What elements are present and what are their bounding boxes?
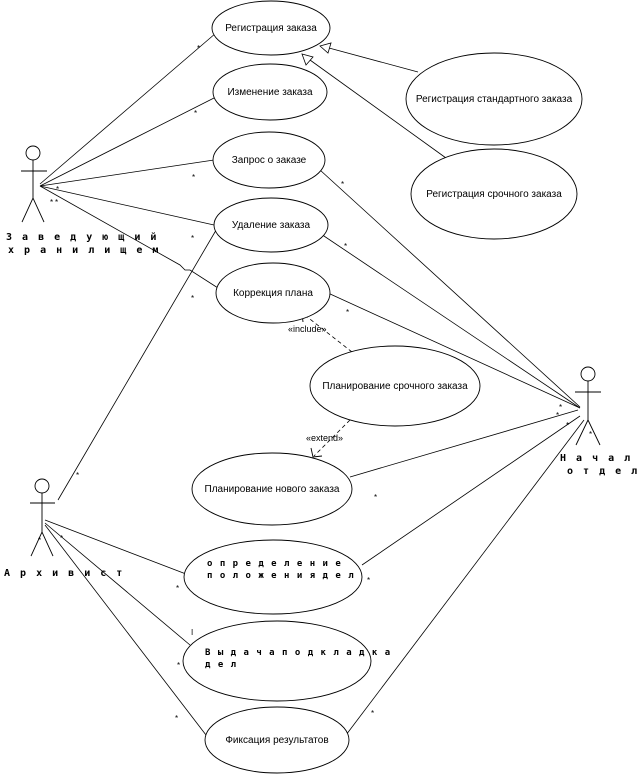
multiplicity-mark: * [197,44,200,53]
extend-arrowhead [310,447,323,458]
uc-location-label-line1: о п р е д е л е н и е [207,559,342,569]
uc-issue[interactable] [182,620,372,702]
include-dependency [305,315,353,353]
multiplicity-mark: * [76,471,79,480]
uc-result-fixation[interactable] [204,706,350,774]
assoc-dept-new-planning [349,409,579,478]
actor-archivist-head [34,478,50,494]
assoc-manager-order-query [39,159,215,187]
actor-dept-head-leg-right [587,419,601,446]
assoc-manager-order-registration [39,32,217,185]
uc-order-query-label: Запрос о заказе [232,155,307,166]
actor-dept-head-leg-left [575,419,589,446]
include-stereotype: «include» [288,324,327,334]
uc-urgent-registration[interactable] [410,148,578,240]
actor-manager-label-line1: З а в е д у ю щ и й [6,231,158,243]
uc-location[interactable] [183,539,363,615]
uc-order-registration-label: Регистрация заказа [225,23,317,34]
uc-order-change[interactable] [212,63,328,121]
multiplicity-mark: * [344,242,347,251]
extend-dependency [313,419,351,457]
multiplicity-mark: * [346,308,349,317]
multiplicity-mark: * [194,109,197,118]
multiplicity-mark: * [177,661,180,670]
actor-archivist-leg-right [41,531,54,557]
actor-manager-label-line2: х р а н и л и щ е м [8,245,160,256]
multiplicity-mark: * [556,411,559,420]
uc-new-planning[interactable] [191,452,353,526]
actor-archivist[interactable] [30,478,55,557]
assoc-archivist-location [44,519,187,575]
uc-urgent-planning-label: Планирование срочного заказа [322,381,468,392]
multiplicity-mark: * [50,198,53,207]
multiplicity-mark: * [192,173,195,182]
tick-mark: I [191,628,193,637]
uc-plan-correction[interactable] [215,262,331,324]
generalization-lines [301,42,447,159]
multiplicity-mark: * [175,714,178,723]
uc-plan-correction-label: Коррекция плана [233,288,313,299]
uc-standard-registration-label: Регистрация стандартного заказа [416,94,573,105]
uc-order-query[interactable] [212,131,326,189]
actor-manager-leg-left [21,197,34,223]
multiplicity-mark: * [191,234,194,243]
assoc-archivist-issue [44,522,191,646]
multiplicity-mark: * [191,294,194,303]
multiplicity-mark: * [566,421,569,430]
multiplicity-mark: * [60,534,63,543]
assoc-archivist-order-delete [57,219,223,501]
actor-dept-head-label-line1: Н а ч а л ь н и к [560,453,639,464]
uc-urgent-planning[interactable] [309,345,481,427]
multiplicity-mark: * [371,709,374,718]
multiplicity-mark: * [176,584,179,593]
uc-order-delete-label: Удаление заказа [232,220,311,231]
uc-issue-label-line1: В ы д а ч а п о д к л а д к а [205,648,391,658]
uc-location-label-line2: п о л о ж е н и я д е л [207,571,355,581]
uc-issue-label-line2: д е л [205,660,237,670]
actor-archivist-leg-left [30,531,43,557]
generalization-standard-to-registration [328,47,419,73]
multiplicity-mark: * [589,430,592,439]
multiplicity-mark: * [367,576,370,585]
multiplicity-mark: * [374,493,377,502]
actor-archivist-label: А р х и в и с т [4,568,124,579]
actor-manager-leg-right [32,197,45,223]
assoc-manager-order-delete [39,185,215,226]
uc-result-fixation-label: Фиксация результатов [225,735,328,746]
assoc-dept-order-delete [317,231,581,409]
uc-order-delete[interactable] [213,197,329,253]
multiplicity-mark: * [559,403,562,412]
assoc-dept-result-fixation [345,419,585,736]
multiplicity-mark: * [38,536,41,545]
assoc-manager-order-change [39,97,215,187]
actor-manager[interactable] [21,145,47,223]
uc-urgent-registration-label: Регистрация срочного заказа [426,189,562,200]
extend-stereotype: «extend» [306,433,343,443]
uc-standard-registration[interactable] [405,52,583,146]
multiplicity-marks: * * * * * * * * * * * * * * * * * * * * … [38,44,592,723]
multiplicity-mark: * [55,198,58,207]
assoc-archivist-result-fixation [44,524,207,736]
association-lines [39,32,585,736]
actor-dept-head-label-line2: о т д е л а [567,466,639,477]
uc-order-change-label: Изменение заказа [227,87,313,98]
actor-dept-head-head [580,366,596,382]
generalization-urgent-to-registration [309,59,447,159]
assoc-dept-order-query [319,169,581,408]
multiplicity-mark: * [341,180,344,189]
assoc-dept-plan-correction [327,292,581,409]
generalization-arrowhead-urgent [301,53,314,66]
assoc-dept-location [361,415,581,566]
actor-dept-head[interactable] [575,366,601,446]
multiplicity-mark: * [56,185,59,194]
use-cases [182,0,583,774]
uc-new-planning-label: Планирование нового заказа [205,484,340,495]
assoc-manager-plan-correction [39,185,219,289]
generalization-arrowhead-standard [319,42,332,54]
use-case-labels: Регистрация заказа Изменение заказа Запр… [205,23,573,746]
actor-manager-head [25,145,41,161]
uc-order-registration[interactable] [211,0,331,56]
